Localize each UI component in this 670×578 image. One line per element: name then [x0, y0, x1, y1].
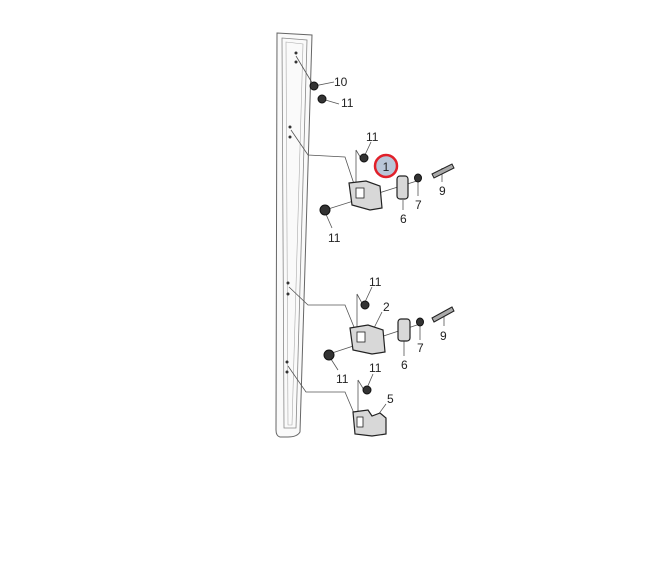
lower-check-parts [397, 306, 455, 342]
nut-icon [323, 349, 335, 361]
callout-6: 6 [400, 212, 407, 226]
callout-11: 11 [328, 231, 341, 245]
door-frame [275, 32, 313, 438]
callout-5: 5 [387, 392, 394, 406]
nut-icon [360, 300, 370, 310]
callout-9: 9 [440, 329, 447, 343]
nut-icon [319, 204, 331, 216]
upper-check-parts [396, 163, 455, 200]
nut-icon [362, 385, 372, 395]
upper-hinge [348, 180, 383, 211]
callout-11: 11 [369, 361, 382, 375]
callout-11: 11 [336, 372, 349, 386]
bottom-hinge [352, 409, 387, 437]
callout-11: 11 [369, 275, 382, 289]
callout-2: 2 [383, 300, 390, 314]
nut-icon [317, 94, 327, 104]
callout-6: 6 [401, 358, 408, 372]
callout-10: 10 [334, 75, 348, 89]
callout-1-highlight[interactable]: 1 [373, 153, 399, 179]
nut-10-icon [309, 81, 319, 91]
callout-7: 7 [417, 341, 424, 355]
callout-1: 1 [383, 160, 390, 174]
callout-7: 7 [415, 198, 422, 212]
leader-lines [287, 55, 445, 419]
callout-9: 9 [439, 184, 446, 198]
callout-11: 11 [341, 96, 354, 110]
lower-hinge [349, 324, 386, 355]
nut-icon [359, 153, 369, 163]
nuts [309, 81, 372, 395]
callout-11: 11 [366, 130, 379, 144]
